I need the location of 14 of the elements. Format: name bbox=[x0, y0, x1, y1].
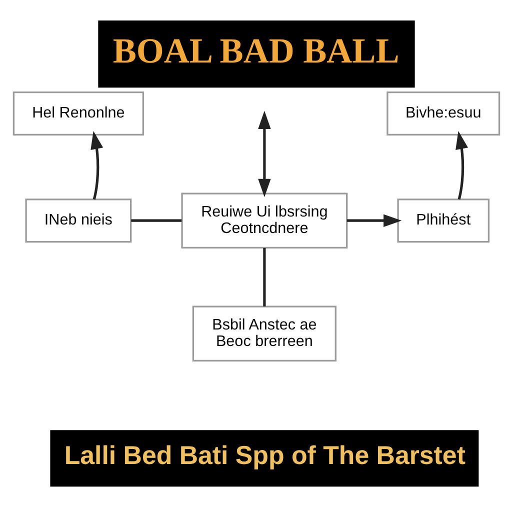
node-box: INeb nieis bbox=[24, 198, 132, 242]
node-box: Plhihést bbox=[396, 198, 490, 242]
node-box: Reuiwe Ui lbsrsing Ceotncdnere bbox=[180, 192, 348, 248]
node-box: Bivhe:esuu bbox=[386, 90, 500, 135]
arrow bbox=[346, 214, 402, 226]
connector bbox=[130, 218, 182, 222]
node-box: Hel Renonlne bbox=[12, 90, 144, 135]
caption: Lalli Bed Bati Spp of The Barstet bbox=[64, 441, 465, 470]
arrow bbox=[258, 110, 270, 197]
node-box: Bsbil Anstec ae Beoc brerreen bbox=[192, 305, 336, 361]
arrow bbox=[455, 130, 468, 200]
diagram-title: BOAL BAD BALL bbox=[112, 30, 399, 70]
connector bbox=[262, 248, 266, 306]
arrow bbox=[90, 130, 103, 200]
